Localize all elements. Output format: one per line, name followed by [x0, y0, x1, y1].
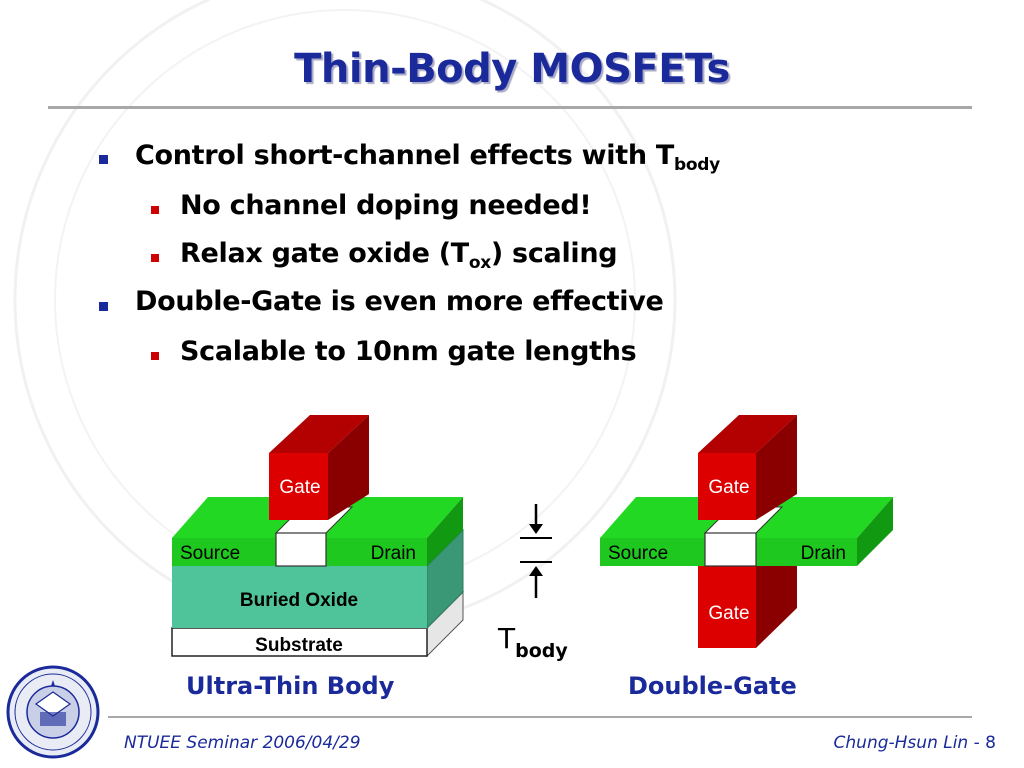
- dg-device: Gate Source Drain Gate: [600, 415, 893, 648]
- utb-silicon-side: [427, 497, 463, 566]
- footer-author: Chung-Hsun Lin: [833, 733, 969, 753]
- dg-bottom-gate-front: [698, 566, 756, 648]
- utb-gate-label: Gate: [279, 477, 320, 498]
- title-divider: [48, 106, 972, 109]
- tbody-dimension: Tbody: [497, 504, 568, 662]
- sub-bullet-marker: [151, 254, 159, 262]
- dg-bottom-gate-label: Gate: [708, 603, 749, 624]
- dg-drain-label: Drain: [801, 543, 846, 564]
- utb-box-front: [172, 566, 427, 628]
- footer-seminar: NTUEE Seminar 2006/04/29: [124, 733, 361, 753]
- tbody-label: Tbody: [497, 622, 568, 662]
- bullet-marker: [99, 302, 108, 311]
- utb-caption: Ultra-Thin Body: [186, 672, 395, 700]
- bullet-2: Double-Gate is even more effective: [135, 286, 664, 317]
- utb-drain-label: Drain: [371, 543, 416, 564]
- utb-substrate-front: [171, 627, 428, 657]
- utb-gate-front: [269, 453, 328, 520]
- utb-gate-side: [328, 415, 369, 520]
- utb-channel-front: [275, 532, 327, 567]
- dg-caption: Double-Gate: [628, 672, 797, 700]
- dg-channel-front: [704, 532, 757, 567]
- utb-box-label: Buried Oxide: [240, 590, 358, 611]
- bullet-1: Control short-channel effects with Tbody: [135, 140, 720, 175]
- utb-gate-top: [269, 415, 369, 453]
- dg-top-gate-label: Gate: [708, 477, 749, 498]
- dg-source-label: Source: [608, 543, 668, 564]
- slide-title: Thin-Body MOSFETs: [294, 46, 730, 92]
- bullet-2-1: Scalable to 10nm gate lengths: [180, 336, 637, 367]
- dg-silicon-side: [857, 497, 893, 566]
- bullet-1-2: Relax gate oxide (Tox) scaling: [180, 238, 618, 273]
- dg-top-gate-top: [698, 415, 797, 453]
- utb-substrate-label: Substrate: [255, 635, 343, 656]
- footer-page-info: Chung-Hsun Lin - 8: [833, 733, 996, 753]
- sub-bullet-marker: [151, 352, 159, 360]
- university-seal-icon: [6, 665, 100, 759]
- bullet-marker: [99, 155, 108, 164]
- sub-bullet-marker: [151, 206, 159, 214]
- page-number: 8: [985, 733, 996, 753]
- dg-top-gate-side: [756, 415, 797, 520]
- utb-device: Gate Source Drain Buried Oxide Substrate: [170, 415, 465, 658]
- bullet-1-1: No channel doping needed!: [180, 190, 592, 221]
- dg-top-gate-front: [698, 453, 756, 520]
- footer-divider: [108, 716, 972, 718]
- utb-source-label: Source: [180, 543, 240, 564]
